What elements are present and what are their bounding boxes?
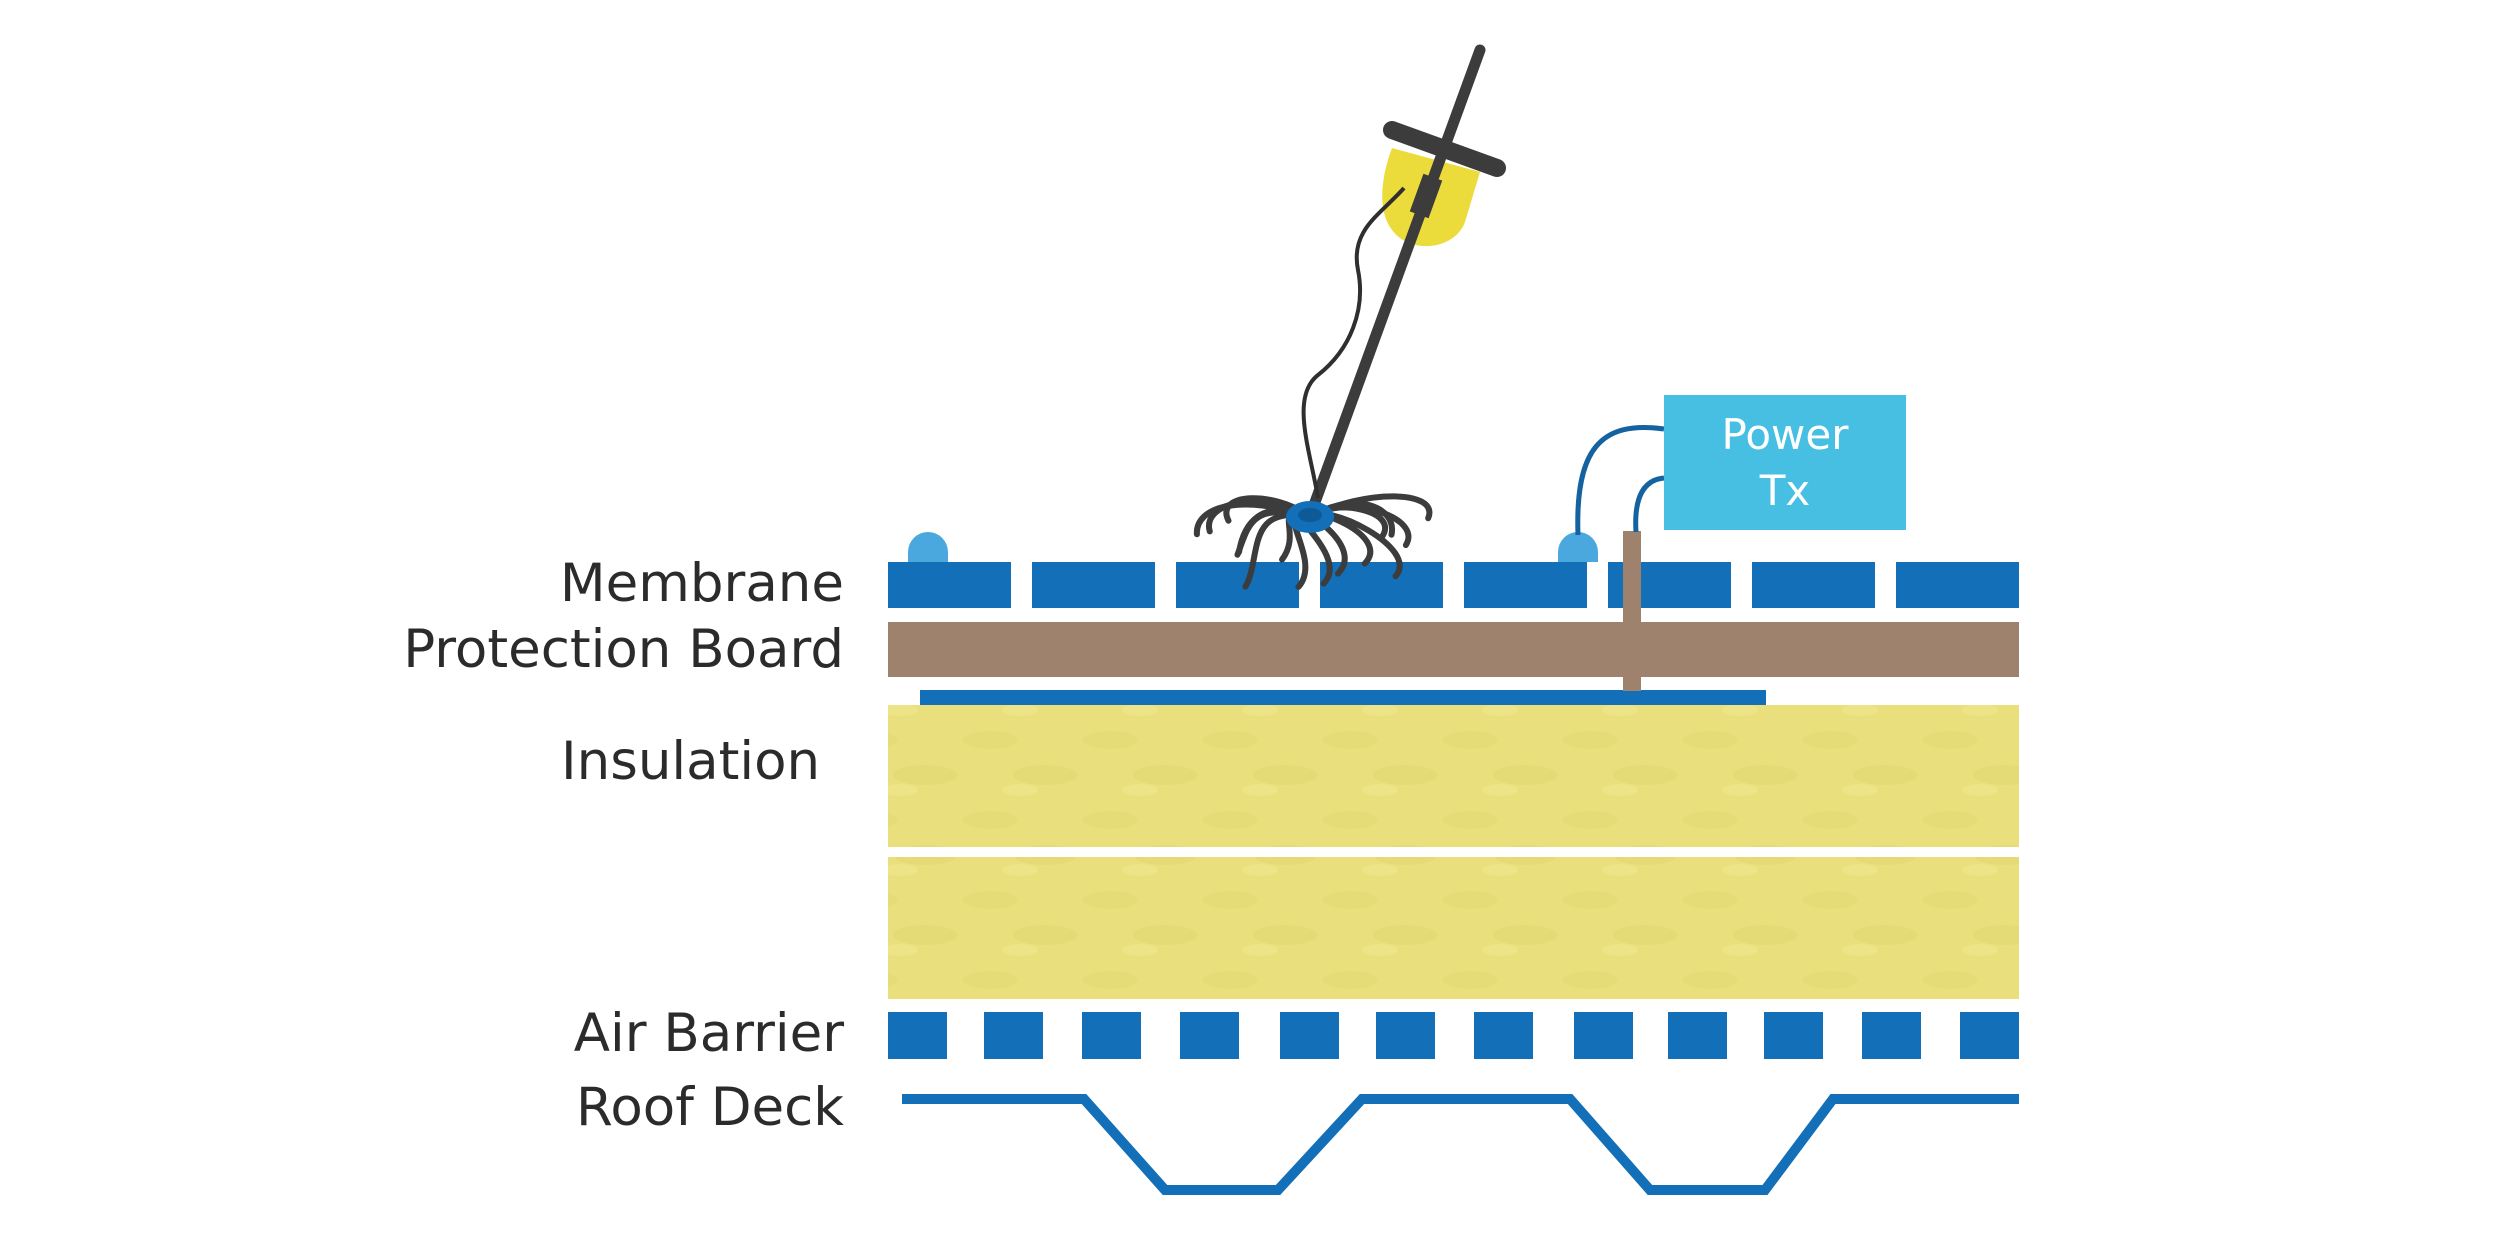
air-barrier-segment: [1280, 1012, 1339, 1059]
membrane-segment: [1752, 562, 1875, 608]
air-barrier-segment: [1082, 1012, 1141, 1059]
membrane-segment: [1464, 562, 1587, 608]
probe-clamp: [1409, 173, 1443, 219]
insulation-board-upper: [888, 705, 2019, 847]
broom-hub-highlight: [1298, 508, 1322, 522]
air-barrier-segment: [984, 1012, 1043, 1059]
air-barrier-layer: [888, 1012, 2019, 1059]
transmitter-cable: [1575, 425, 1665, 536]
air-barrier-segment: [1376, 1012, 1435, 1059]
membrane-layer: [888, 562, 2019, 608]
contact-dome-icon: [908, 532, 948, 562]
air-barrier-segment: [1960, 1012, 2019, 1059]
label-air-barrier: Air Barrier: [573, 1003, 844, 1064]
air-barrier-segment: [1180, 1012, 1239, 1059]
air-barrier-segment: [1862, 1012, 1921, 1059]
roof-deck-profile: [902, 1094, 2019, 1195]
ground-rod-icon: [1623, 531, 1641, 691]
membrane-segment: [1896, 562, 2019, 608]
label-insulation: Insulation: [561, 731, 821, 792]
membrane-segment: [1176, 562, 1299, 608]
power-transmitter-box: Power Tx: [1664, 395, 1906, 530]
transmitter-label-line1: Power: [1721, 409, 1849, 459]
air-barrier-segment: [1764, 1012, 1823, 1059]
conductive-strip: [920, 690, 1766, 707]
air-barrier-segment: [1668, 1012, 1727, 1059]
air-barrier-segment: [888, 1012, 947, 1059]
label-roof-deck: Roof Deck: [575, 1077, 844, 1138]
transmitter-cable: [1633, 475, 1665, 533]
membrane-segment: [888, 562, 1011, 608]
air-barrier-segment: [1574, 1012, 1633, 1059]
probe-wire: [1301, 186, 1406, 499]
protection-board-layer: [888, 622, 2019, 677]
insulation-board-lower: [888, 857, 2019, 999]
membrane-segment: [1032, 562, 1155, 608]
label-protection-board: Protection Board: [403, 619, 844, 680]
transmitter-label-line2: Tx: [1759, 465, 1811, 515]
contact-dome-icon: [1558, 532, 1598, 562]
probe-crossbar: [1383, 121, 1506, 177]
label-membrane: Membrane: [559, 553, 844, 614]
handheld-probe-icon: [1308, 44, 1486, 511]
air-barrier-segment: [1474, 1012, 1533, 1059]
